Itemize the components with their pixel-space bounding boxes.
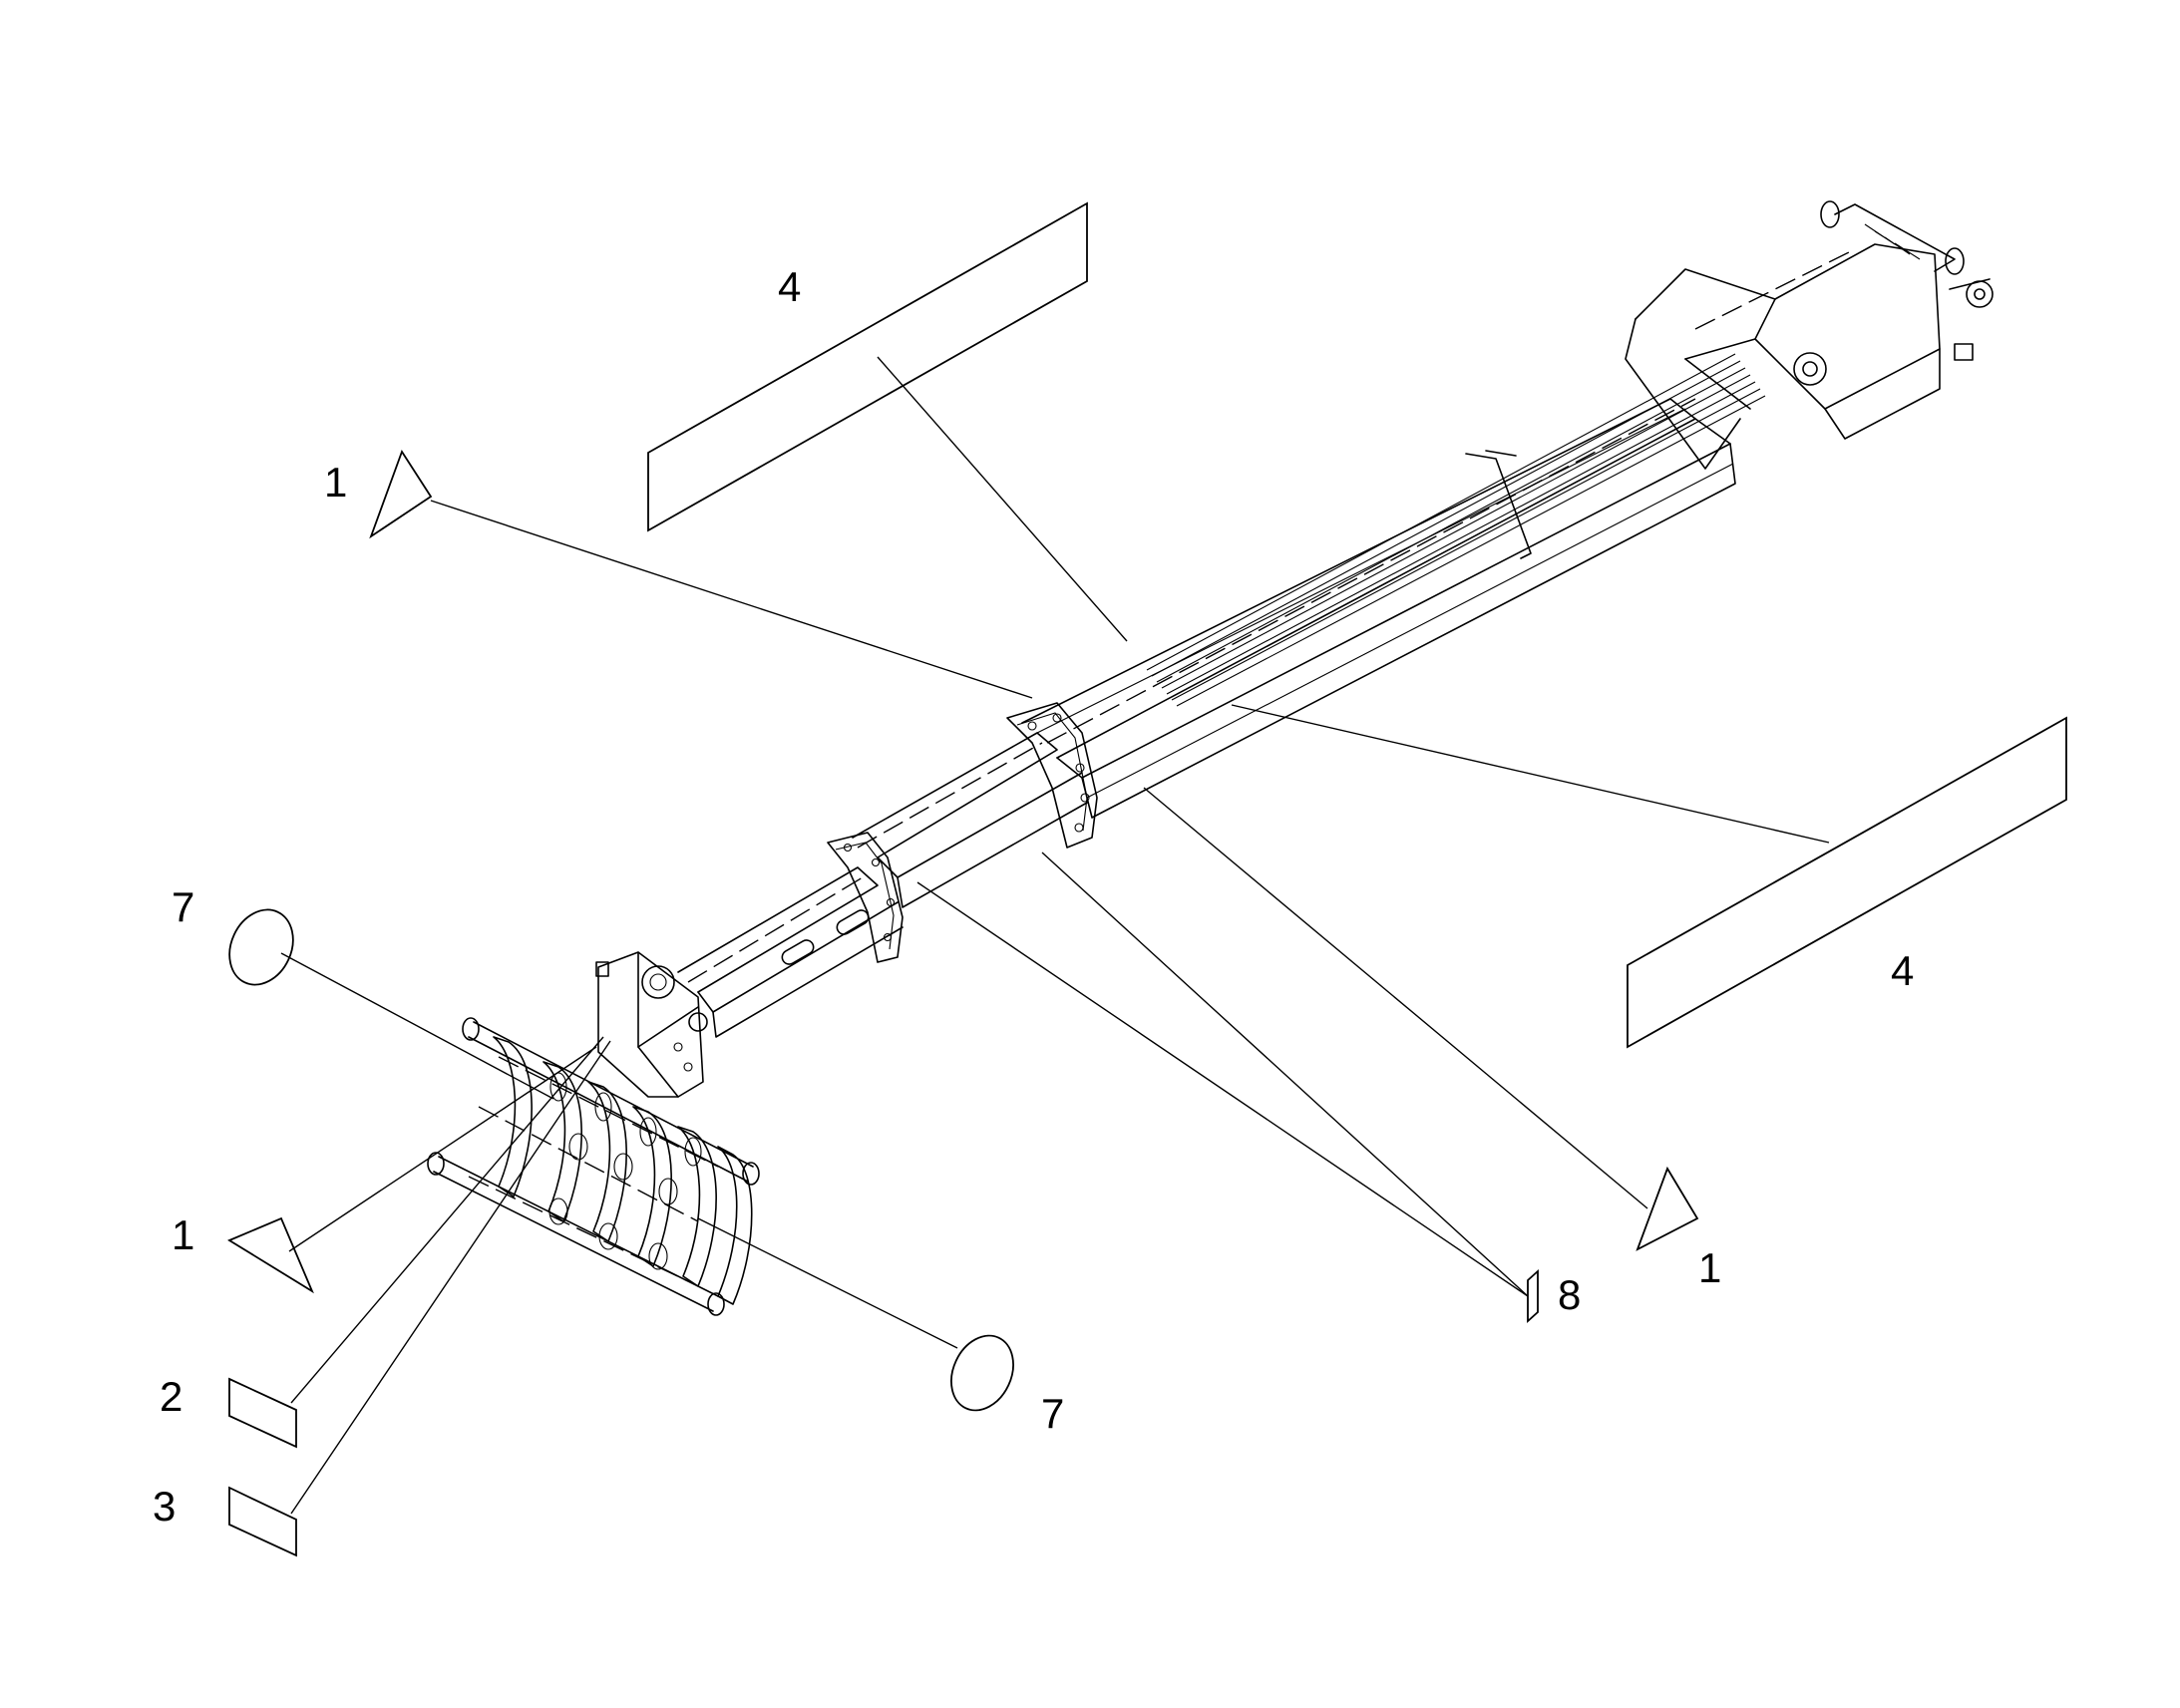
- callout-strip-8: 8: [1558, 1271, 1581, 1318]
- callout-decal-3: 3: [153, 1483, 176, 1530]
- decal-small-3: [228, 1486, 297, 1557]
- callout-ellipse-bottom: 7: [1041, 1390, 1064, 1437]
- warning-triangle-right: [1635, 1166, 1699, 1251]
- callout-ellipse-left: 7: [172, 883, 194, 930]
- leader-lines: [280, 356, 1830, 1515]
- decal-rect-right: [1627, 716, 2067, 1049]
- callout-labels: 4 1 7 1 2 3 7 8 1 4: [153, 263, 1914, 1530]
- strip-decal-8: [1527, 1268, 1539, 1324]
- boom-inner-section: [677, 832, 904, 1038]
- boom-head-plate: [595, 951, 708, 1098]
- decal-small-2: [228, 1377, 297, 1449]
- callout-decal-2: 2: [160, 1373, 182, 1420]
- telescopic-boom: [427, 200, 1994, 1316]
- callout-triangle-left: 1: [172, 1211, 194, 1258]
- ellipse-decal-bottom: [950, 1334, 1014, 1412]
- callout-decal-top: 4: [778, 263, 801, 310]
- callout-decal-right: 4: [1891, 947, 1914, 994]
- ellipse-decal-left: [228, 908, 294, 986]
- callout-triangle-right: 1: [1698, 1244, 1721, 1291]
- decal-rect-top: [647, 201, 1088, 532]
- warning-triangle-top: [369, 449, 433, 539]
- warning-triangle-left: [227, 1216, 314, 1294]
- front-carriage: [427, 1017, 760, 1316]
- callout-triangle-top: 1: [324, 459, 347, 506]
- boom-middle-section: [852, 702, 1098, 908]
- boom-base-section: [1021, 200, 1994, 819]
